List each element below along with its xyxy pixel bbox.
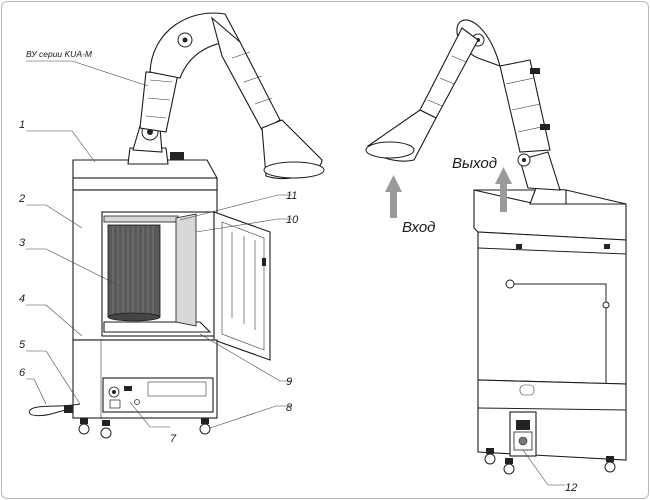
callout-9: 9 xyxy=(286,376,292,388)
callout-7: 7 xyxy=(170,433,177,445)
door-panel xyxy=(221,221,265,351)
right-vent xyxy=(519,384,535,396)
caption-inlet: Вход xyxy=(402,219,435,236)
callout-2: 2 xyxy=(18,193,25,205)
filter-bottom xyxy=(107,312,161,322)
left-wheels xyxy=(78,418,211,439)
right-lower-cabinet xyxy=(477,379,627,461)
door-latch xyxy=(262,258,266,266)
left-arm-upper-tube xyxy=(211,16,281,131)
filter-cartridge xyxy=(107,224,161,318)
caption-series: ВУ серии KUA-M xyxy=(26,49,93,59)
callout-6: 6 xyxy=(19,367,26,379)
right-hood-mouth xyxy=(365,141,415,159)
right-bolt-right xyxy=(604,244,610,249)
callout-1: 1 xyxy=(19,119,25,131)
panel-display xyxy=(147,381,207,397)
left-unit xyxy=(28,12,325,439)
leader-lines xyxy=(26,60,565,486)
right-arm-front-tube xyxy=(419,27,479,119)
right-bolt-left xyxy=(516,244,522,249)
left-hood-mouth xyxy=(263,161,325,179)
control-panel xyxy=(102,377,214,413)
caption-outlet: Выход xyxy=(452,155,497,172)
filter-rail xyxy=(103,215,179,223)
right-arm-base xyxy=(529,187,567,205)
panel-indicator xyxy=(124,386,132,391)
right-arm-rear-tube xyxy=(499,59,551,153)
inner-side-wall xyxy=(175,213,197,327)
right-cabinet xyxy=(477,231,627,385)
panel-socket xyxy=(109,399,121,409)
callout-3: 3 xyxy=(19,237,26,249)
callout-11: 11 xyxy=(286,190,297,202)
callout-5: 5 xyxy=(19,339,26,351)
outlet-arrow-icon xyxy=(495,167,512,212)
power-plug xyxy=(64,405,73,413)
right-unit xyxy=(365,19,627,475)
power-cable xyxy=(28,403,81,417)
callout-10: 10 xyxy=(286,214,299,226)
callout-12: 12 xyxy=(565,482,577,494)
filter-pleats xyxy=(112,226,154,316)
open-door xyxy=(213,211,271,361)
right-wheels xyxy=(484,448,616,475)
callout-4: 4 xyxy=(19,293,25,305)
inlet-arrow-icon xyxy=(385,175,402,218)
left-outlet-grille xyxy=(170,152,184,160)
callout-8: 8 xyxy=(286,402,293,414)
left-top-rim xyxy=(72,177,218,191)
dust-tray xyxy=(103,321,212,333)
